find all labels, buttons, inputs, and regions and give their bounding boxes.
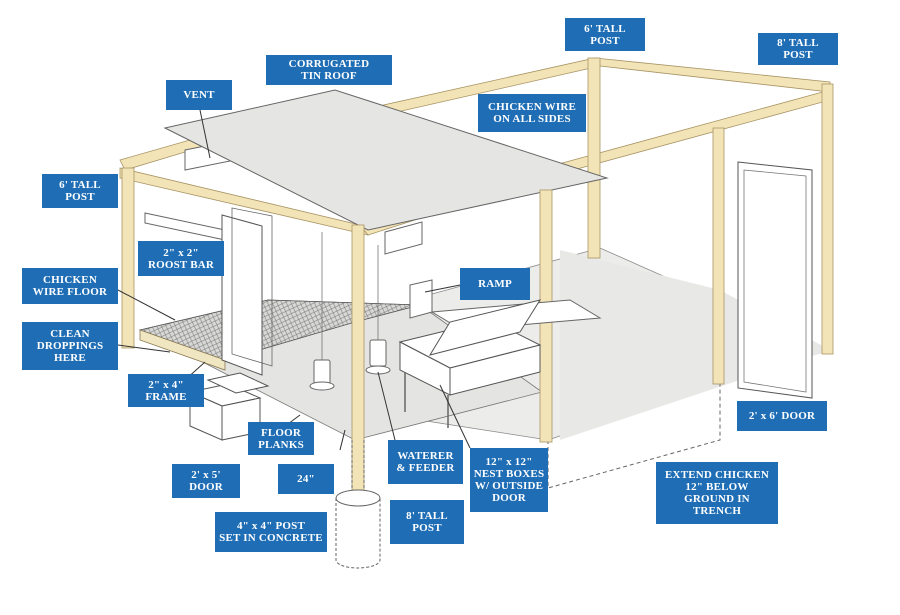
label-line: 2' x 6' DOOR: [748, 410, 816, 422]
coop-door-open: [221, 214, 263, 376]
corrugated-tin-roof: [163, 89, 609, 231]
label-waterer-feeder: WATERER & FEEDER: [388, 440, 463, 484]
label-line: 6' TALL: [584, 22, 626, 35]
label-6-tall-post-left: 6' TALL POST: [42, 174, 118, 208]
label-line: DOOR: [189, 481, 223, 493]
run-floor-back: [560, 250, 830, 440]
label-line: PLANKS: [258, 438, 304, 451]
label-line: SET IN CONCRETE: [219, 532, 323, 544]
label-line: TIN ROOF: [301, 70, 357, 82]
label-line: 8' TALL: [406, 510, 448, 522]
label-post-in-concrete: 4" x 4" POST SET IN CONCRETE: [215, 512, 327, 552]
label-line: 12" BELOW: [685, 481, 749, 493]
label-line: POST: [412, 522, 442, 534]
label-line: POST: [65, 191, 95, 203]
label-2x4-frame: 2" x 4" FRAME: [128, 374, 204, 407]
label-line: 12" x 12": [485, 456, 533, 468]
run-door: [737, 161, 813, 399]
label-line: EXTEND CHICKEN: [665, 469, 769, 481]
label-ramp: RAMP: [460, 268, 530, 300]
label-line: CORRUGATED: [288, 58, 370, 70]
concrete-footing-top: [335, 489, 381, 507]
label-extend-chicken-wire: EXTEND CHICKEN 12" BELOW GROUND IN TRENC…: [656, 462, 778, 524]
label-line: VENT: [183, 89, 215, 101]
post-back-right: [821, 83, 834, 355]
label-line: DROPPINGS: [36, 340, 104, 352]
label-line: 8' TALL: [777, 37, 819, 49]
label-nest-boxes: 12" x 12" NEST BOXES W/ OUTSIDE DOOR: [470, 448, 548, 512]
label-line: POST: [590, 34, 620, 47]
label-line: WIRE FLOOR: [32, 286, 108, 298]
post-back-center: [587, 57, 601, 259]
label-chicken-wire-all-sides: CHICKEN WIRE ON ALL SIDES: [478, 94, 586, 132]
label-2x6-door: 2' x 6' DOOR: [737, 401, 827, 431]
label-6-tall-post-top: 6' TALL POST: [565, 18, 645, 51]
label-line: DOOR: [492, 492, 526, 504]
label-line: CHICKEN WIRE: [487, 101, 577, 113]
label-line: WATERER: [397, 450, 454, 462]
label-line: CHICKEN: [43, 274, 97, 286]
label-line: FLOOR: [260, 426, 302, 439]
post-front-center: [351, 224, 365, 491]
label-clean-droppings: CLEAN DROPPINGS HERE: [22, 322, 118, 370]
label-line: ON ALL SIDES: [493, 113, 571, 125]
label-line: POST: [783, 49, 813, 61]
label-line: 2" x 2": [163, 246, 199, 259]
leader-lines: [117, 109, 471, 451]
label-chicken-wire-floor: CHICKEN WIRE FLOOR: [22, 268, 118, 304]
label-line: 24": [297, 473, 315, 485]
label-roost-bar: 2" x 2" ROOST BAR: [138, 241, 224, 276]
label-vent: VENT: [166, 80, 232, 110]
label-2x5-door: 2' x 5' DOOR: [172, 464, 240, 498]
roost-bar: [144, 212, 226, 241]
label-line: 2" x 4": [148, 378, 184, 391]
label-line: W/ OUTSIDE: [474, 480, 544, 492]
concrete-footing-body: [335, 498, 381, 569]
label-line: ROOST BAR: [147, 258, 215, 271]
coop-door-frame: [231, 207, 273, 367]
waterer: [313, 359, 331, 385]
post-front-left: [121, 167, 135, 349]
label-floor-planks: FLOOR PLANKS: [248, 422, 314, 455]
back-window: [384, 221, 423, 255]
ramp-side: [409, 279, 433, 319]
trench-dashed-line: [547, 382, 721, 489]
label-line: 6' TALL: [59, 179, 101, 191]
feeder: [369, 339, 387, 367]
label-line: NEST BOXES: [473, 468, 545, 480]
label-line: CLEAN: [50, 328, 90, 340]
label-line: RAMP: [478, 278, 512, 290]
label-line: 2' x 5': [191, 469, 221, 481]
label-8-tall-post-top: 8' TALL POST: [758, 33, 838, 65]
step-upper: [206, 372, 270, 394]
run-door-inner: [743, 169, 807, 393]
label-line: FRAME: [145, 390, 187, 403]
post-front-right: [712, 127, 725, 385]
waterer-base: [309, 381, 335, 391]
label-24-inch: 24": [278, 464, 334, 494]
label-corrugated-tin-roof: CORRUGATED TIN ROOF: [266, 55, 392, 85]
label-line: GROUND IN: [684, 493, 750, 505]
label-line: TRENCH: [692, 505, 742, 517]
nest-box-lid-open: [428, 299, 542, 356]
label-8-tall-post-bottom: 8' TALL POST: [390, 500, 464, 544]
floor-frame: [139, 329, 226, 371]
label-line: 4" x 4" POST: [236, 520, 306, 532]
label-line: HERE: [54, 352, 86, 364]
label-line: & FEEDER: [396, 462, 455, 474]
nest-box-side: [449, 344, 541, 396]
